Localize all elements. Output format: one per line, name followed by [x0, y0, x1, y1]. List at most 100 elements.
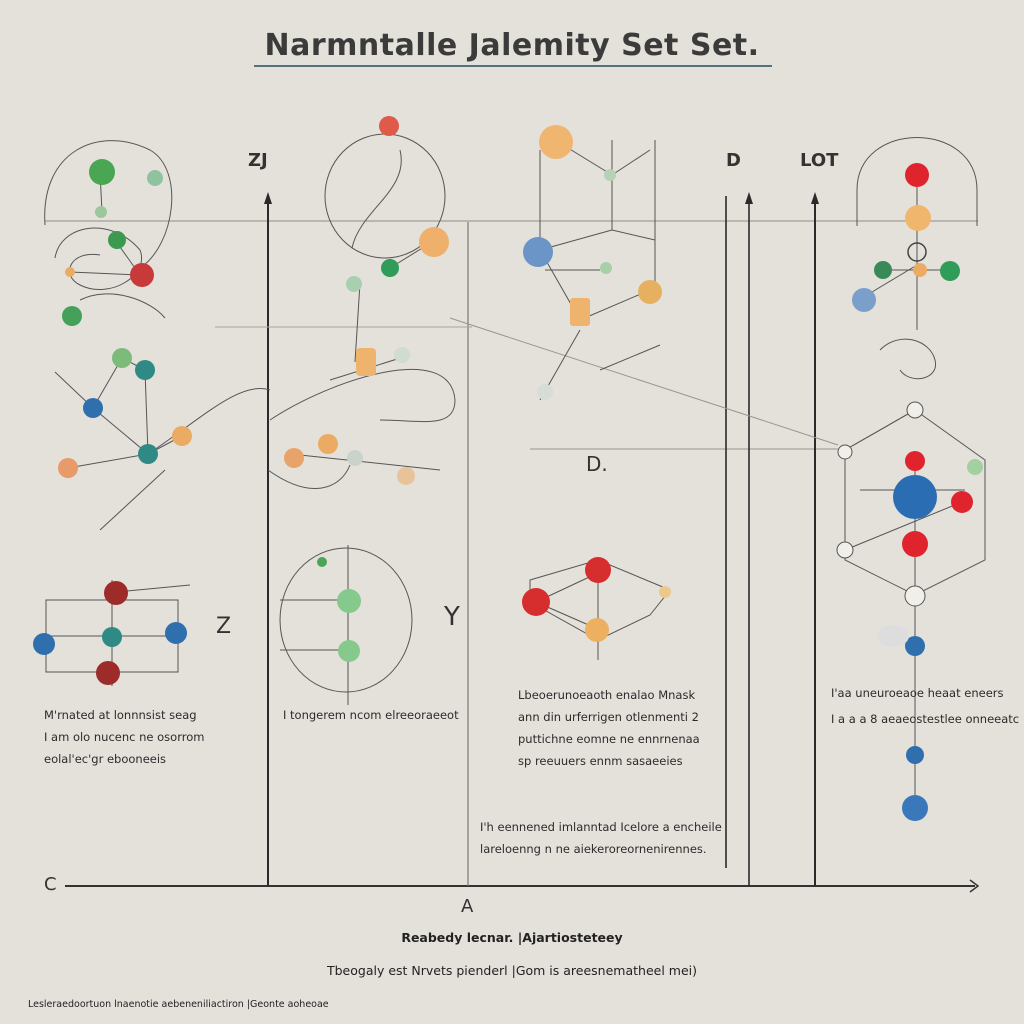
atom-blue — [83, 398, 103, 418]
atom-pale — [394, 347, 410, 363]
atom-orange — [284, 448, 304, 468]
atom-orange — [585, 618, 609, 642]
atom-orange — [539, 125, 573, 159]
atom-pale-orange — [397, 467, 415, 485]
atom-orange — [318, 434, 338, 454]
atom-pale — [347, 450, 363, 466]
cluster-top-right-center — [539, 139, 661, 401]
atom-blue — [33, 633, 55, 655]
cluster-top-center — [267, 133, 456, 489]
atom-orange — [419, 227, 449, 257]
label-a-axis: A — [461, 896, 474, 917]
caption-line: I am olo nucenc ne osorrom — [44, 730, 205, 744]
atom-green — [108, 231, 126, 249]
atom-red — [379, 116, 399, 136]
label-zj: ZJ — [248, 150, 268, 171]
caption-line: Lbeoerunoeaoth enalao Mnask — [518, 688, 696, 702]
atom-pale — [877, 625, 909, 647]
caption-block-4: I'aa uneuroeaoe heaat eneers I a a a 8 a… — [831, 680, 1019, 732]
cluster-mid-left — [54, 357, 271, 531]
vertical-axis-5-arrow — [811, 192, 819, 204]
caption-line: lareloenng n ne aiekeroreornenirennes. — [480, 842, 707, 856]
vertical-axis-1-arrow — [264, 192, 272, 204]
atom-green — [62, 306, 82, 326]
atom-dark-red — [104, 581, 128, 605]
atom-light-green — [338, 640, 360, 662]
atom-orange — [638, 280, 662, 304]
atom-dark-red — [96, 661, 120, 685]
caption-line: I tongerem ncom elreeoraeeot — [283, 708, 459, 722]
atom-light-green — [346, 276, 362, 292]
caption-line: M'rnated at lonnnsist seag — [44, 708, 197, 722]
atom-blue — [905, 636, 925, 656]
atom-teal — [135, 360, 155, 380]
atom-red — [522, 588, 550, 616]
diagonal-guide-line — [449, 317, 839, 446]
atom-red — [905, 451, 925, 471]
x-axis-arrow — [969, 879, 980, 893]
atom-orange — [913, 263, 927, 277]
atom-light-green — [967, 459, 983, 475]
atom-blue-large — [893, 475, 937, 519]
atom-hollow — [906, 401, 924, 419]
atom-green — [940, 261, 960, 281]
atom-pale — [604, 169, 616, 181]
atom-hollow — [836, 541, 854, 559]
atom-blue — [902, 795, 928, 821]
caption-line: puttichne eomne ne ennrnenaa — [518, 732, 700, 746]
atom-red — [902, 531, 928, 557]
page-title: Narmntalle Jalemity Set Set. — [264, 28, 760, 63]
atom-red — [905, 163, 929, 187]
label-z: Z — [216, 614, 232, 639]
atom-light-green — [95, 206, 107, 218]
atom-orange — [356, 348, 376, 376]
atom-blue — [906, 746, 924, 764]
caption-line: I'aa uneuroeaoe heaat eneers — [831, 686, 1004, 700]
atom-pale — [537, 384, 553, 400]
caption-line: eolal'ec'gr ebooneeis — [44, 752, 167, 766]
footer-line-1: Reabedy lecnar. |Ajartiosteteey — [401, 930, 623, 945]
label-lot: LOT — [800, 150, 839, 171]
atom-orange — [172, 426, 192, 446]
atom-light-green — [147, 170, 163, 186]
atom-green — [874, 261, 892, 279]
footer-line-3: Lesleraedoortuon lnaenotie aebeneniliact… — [28, 999, 329, 1010]
atom-hollow — [904, 585, 926, 607]
atom-green — [89, 159, 115, 185]
caption-block-2: I tongerem ncom elreeoraeeot — [283, 704, 459, 726]
caption-line: I a a a 8 aeaeostestlee onneeatc — [831, 712, 1020, 726]
ring-molecule — [279, 545, 413, 705]
atom-teal — [102, 627, 122, 647]
atom-orange — [58, 458, 78, 478]
label-d-mid: D. — [586, 452, 608, 476]
caption-line: I'h eennened imlanntad Icelore a encheil… — [480, 820, 722, 834]
atom-orange — [570, 298, 590, 326]
atom-orange — [65, 267, 75, 277]
label-c-axis: C — [44, 874, 57, 895]
caption-line: sp reeuuers ennm sasaeeies — [518, 754, 683, 768]
atom-teal — [138, 444, 158, 464]
atom-light-green — [112, 348, 132, 368]
label-d-top: D — [726, 150, 741, 171]
atom-blue — [165, 622, 187, 644]
atom-orange — [905, 205, 931, 231]
atom-blue — [523, 237, 553, 267]
caption-block-1: M'rnated at lonnnsist seag I am olo nuce… — [44, 704, 204, 770]
atom-blue — [852, 288, 876, 312]
caption-line: ann din urferrigen otlenmenti 2 — [518, 710, 699, 724]
atom-light-green — [337, 589, 361, 613]
atom-pale-orange — [659, 586, 671, 598]
atom-green — [381, 259, 399, 277]
vertical-axis-4-arrow — [745, 192, 753, 204]
title-underline — [254, 65, 772, 67]
label-y: Y — [444, 602, 460, 632]
footer-line-2: Tbeogaly est Nrvets pienderl |Gom is are… — [326, 963, 697, 978]
atom-hollow — [907, 242, 927, 262]
atom-pale — [600, 262, 612, 274]
atom-red — [951, 491, 973, 513]
atom-red — [585, 557, 611, 583]
caption-block-5: I'h eennened imlanntad Icelore a encheil… — [480, 816, 722, 860]
caption-block-3: Lbeoerunoeaoth enalao Mnask ann din urfe… — [518, 684, 700, 772]
atom-green — [317, 557, 327, 567]
